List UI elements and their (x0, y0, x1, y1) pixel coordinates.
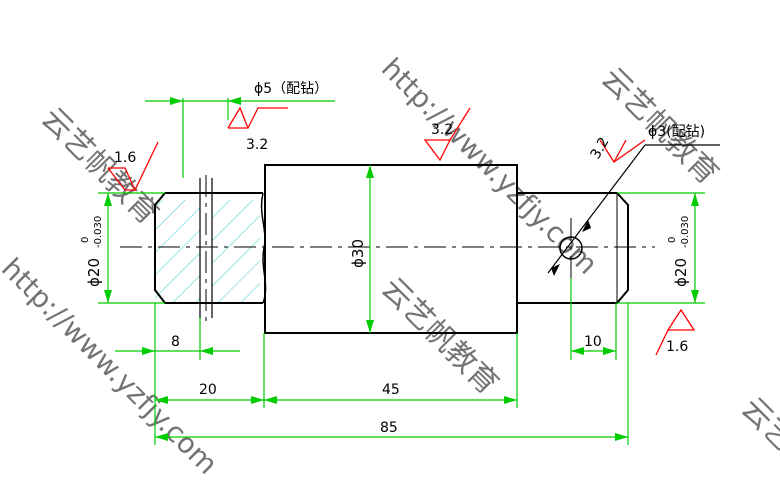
center-line (120, 175, 655, 322)
watermark-text: http://www.yzfjy.com (375, 52, 604, 281)
dim-diameter-left-tol-upper: 0 (80, 237, 91, 243)
watermark-text: 云艺帆教育 (734, 391, 780, 499)
roughness-hole-5: 3.2 (246, 137, 268, 153)
dim-diameter-left: ϕ20 (85, 258, 103, 287)
hole-3-arrow (551, 264, 560, 276)
hole-3-arrow (582, 220, 591, 232)
watermark-text: 云艺帆教育 (34, 101, 165, 232)
dim-hole-3: ϕ3(配钻) (648, 124, 705, 140)
roughness-labels: 1.6 3.2 3.2 3.2 1.6 (114, 122, 688, 355)
dim-length-10: 10 (584, 334, 602, 350)
roughness-right-end: 3.2 (588, 135, 613, 162)
dim-diameter-center: ϕ30 (349, 239, 367, 268)
dim-length-85: 85 (380, 420, 398, 436)
roughness-top-left: 1.6 (114, 150, 136, 166)
dim-length-8: 8 (171, 334, 180, 350)
dim-diameter-left-tol-lower: -0.030 (93, 216, 104, 248)
dim-diameter-right-tol-lower: -0.030 (680, 216, 691, 248)
dimension-labels: ϕ20 0 -0.030 ϕ20 0 -0.030 ϕ30 ϕ5（配钻） ϕ3(… (80, 81, 705, 436)
dim-length-20: 20 (199, 382, 217, 398)
section-hatch (155, 200, 260, 302)
roughness-symbols (107, 106, 696, 356)
dim-diameter-right: ϕ20 (672, 258, 690, 287)
dim-diameter-right-tol-upper: 0 (667, 237, 678, 243)
dim-length-45: 45 (382, 382, 400, 398)
hole-3-leader (547, 144, 720, 274)
roughness-center-top: 3.2 (431, 122, 453, 138)
dimension-arrows (104, 97, 699, 441)
roughness-bottom-right: 1.6 (666, 339, 688, 355)
dim-hole-5: ϕ5（配钻） (254, 81, 328, 97)
